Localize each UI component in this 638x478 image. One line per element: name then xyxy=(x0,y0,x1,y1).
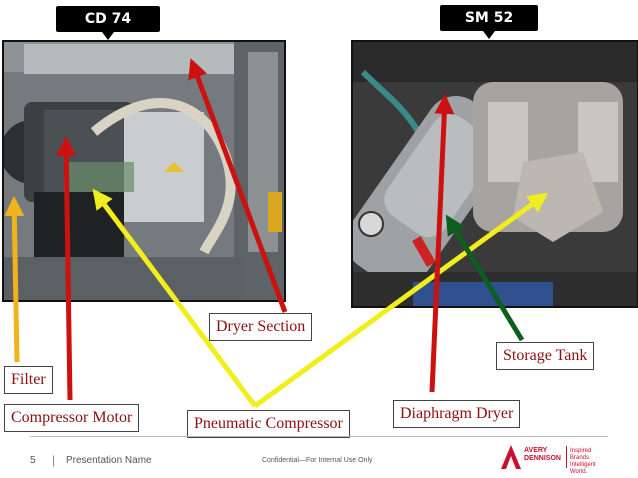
label-diaphragm-dryer: Diaphragm Dryer xyxy=(393,400,521,428)
footer-presentation-name: Presentation Name xyxy=(66,455,152,466)
brand-mark-icon xyxy=(501,445,521,469)
footer-confidential: Confidential—For Internal Use Only xyxy=(262,457,373,464)
tag-cd74: CD 74 xyxy=(56,6,160,40)
brand-name: AVERY DENNISON xyxy=(524,447,561,462)
label-dryer-section: Dryer Section xyxy=(209,313,313,341)
footer-divider xyxy=(30,436,608,437)
footer-page-number: 5 xyxy=(30,455,36,466)
photo-sm52-illustration xyxy=(353,42,637,306)
brand-divider xyxy=(566,446,567,468)
label-pneumatic-compressor: Pneumatic Compressor xyxy=(187,410,350,438)
brand-tagline: Inspired Brands. Intelligent World. xyxy=(570,448,596,475)
label-storage-tank: Storage Tank xyxy=(496,342,595,370)
photo-cd74-illustration xyxy=(4,42,284,300)
label-compressor-motor: Compressor Motor xyxy=(4,404,140,432)
footer-separator: | xyxy=(52,453,56,467)
photo-cd74 xyxy=(2,40,286,302)
photo-sm52 xyxy=(351,40,638,308)
avery-dennison-logo: AVERY DENNISON Inspired Brands. Intellig… xyxy=(500,444,608,475)
tag-sm52: SM 52 xyxy=(440,5,538,39)
label-filter: Filter xyxy=(4,366,53,394)
